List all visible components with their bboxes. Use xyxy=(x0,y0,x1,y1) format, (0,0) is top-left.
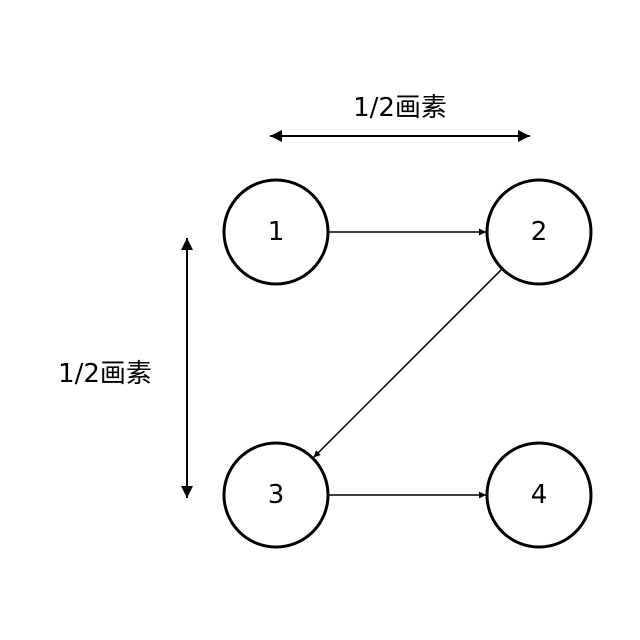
vertical-dimension: 1/2画素 xyxy=(58,238,187,498)
node-label: 2 xyxy=(531,217,548,247)
edges xyxy=(314,232,503,495)
node-2: 2 xyxy=(487,180,591,284)
edge-2-to-3 xyxy=(314,269,503,458)
horizontal-dimension: 1/2画素 xyxy=(270,93,530,136)
node-label: 3 xyxy=(268,480,285,510)
node-label: 1 xyxy=(268,217,285,247)
vertical-dimension-label: 1/2画素 xyxy=(58,359,152,389)
node-3: 3 xyxy=(224,443,328,547)
node-label: 4 xyxy=(531,480,548,510)
horizontal-dimension-label: 1/2画素 xyxy=(353,93,447,123)
node-1: 1 xyxy=(224,180,328,284)
node-4: 4 xyxy=(487,443,591,547)
